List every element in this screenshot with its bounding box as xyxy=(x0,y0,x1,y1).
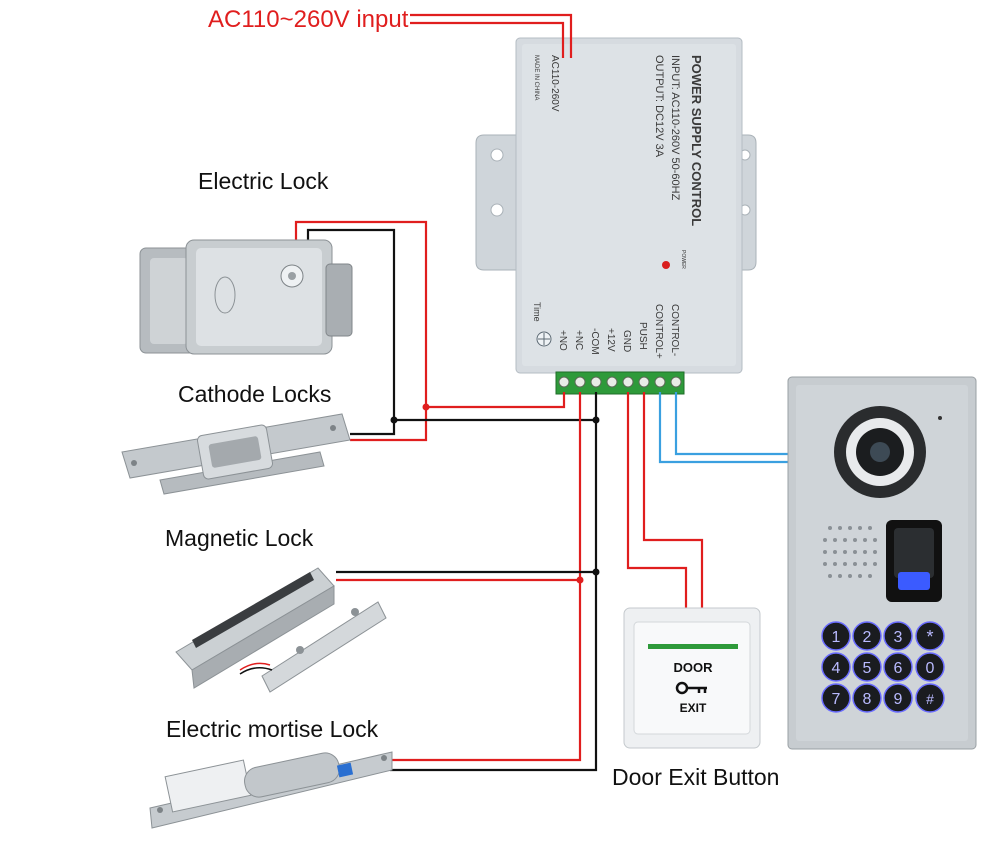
keypad: 1 2 3 * 4 5 6 0 7 8 9 # xyxy=(821,621,945,713)
terminal-block xyxy=(555,371,685,395)
magnetic-lock-label: Magnetic Lock xyxy=(165,525,314,551)
wire-ac-input-1 xyxy=(410,13,573,58)
wire-12v-red xyxy=(390,392,582,762)
terminal-labels: +NO +NC -COM +12V GND PUSH CONTROL+ CONT… xyxy=(557,304,680,359)
cathode-locks-label: Cathode Locks xyxy=(178,381,332,407)
terminal-label-control-minus: CONTROL- xyxy=(669,304,680,356)
access-keypad-panel xyxy=(787,376,977,750)
keypad-key-3[interactable]: 3 xyxy=(883,621,913,651)
psu-input-spec: INPUT: AC110-260V 50-60HZ xyxy=(669,55,681,201)
keypad-key-4[interactable]: 4 xyxy=(821,652,851,682)
wire-cathode-black xyxy=(350,418,596,436)
wires xyxy=(294,13,788,772)
wire-control-blue-1 xyxy=(658,392,788,464)
terminal-label-nc: +NC xyxy=(573,330,584,350)
exit-button-label: Door Exit Button xyxy=(612,764,780,790)
svg-text:3: 3 xyxy=(894,629,903,646)
keypad-key-bell[interactable]: # xyxy=(915,683,945,713)
electric-lock-label: Electric Lock xyxy=(198,168,329,194)
keypad-key-2[interactable]: 2 xyxy=(852,621,882,651)
time-label: Time xyxy=(532,302,542,322)
terminal-label-push: PUSH xyxy=(637,322,648,350)
keypad-key-8[interactable]: 8 xyxy=(852,683,882,713)
mortise-lock-image xyxy=(149,751,393,829)
wire-electric-lock-black xyxy=(306,228,396,420)
key-icon xyxy=(675,681,707,695)
terminal-label-com: -COM xyxy=(589,328,600,355)
exit-button-exit-text: EXIT xyxy=(680,701,707,715)
exit-button-image xyxy=(623,607,761,749)
keypad-key-9[interactable]: 9 xyxy=(883,683,913,713)
wire-cathode-red xyxy=(350,392,566,442)
svg-text:7: 7 xyxy=(832,691,841,708)
terminal-label-control-plus: CONTROL+ xyxy=(653,304,664,359)
svg-text:6: 6 xyxy=(894,660,903,677)
keypad-key-7[interactable]: 7 xyxy=(821,683,851,713)
wire-exit-red-2 xyxy=(642,392,704,608)
wire-junctions xyxy=(390,403,600,584)
keypad-key-star[interactable]: * xyxy=(915,621,945,651)
wire-ac-input-2 xyxy=(410,21,565,58)
power-supply-unit: POWER SUPPLY CONTROL INPUT: AC110-260V 5… xyxy=(475,37,757,395)
exit-button-door-text: DOOR xyxy=(674,660,714,675)
psu-mount-ear-right xyxy=(741,134,757,271)
wire-electric-lock-red xyxy=(294,220,428,407)
wire-control-blue-2 xyxy=(674,392,788,456)
ac-input-label: AC110~260V input xyxy=(208,6,409,33)
terminal-label-no: +NO xyxy=(557,330,568,351)
mortise-lock-label: Electric mortise Lock xyxy=(166,716,379,742)
svg-text:8: 8 xyxy=(863,691,872,708)
svg-text:1: 1 xyxy=(832,629,841,646)
terminal-label-12v: +12V xyxy=(605,328,616,352)
keypad-key-5[interactable]: 5 xyxy=(852,652,882,682)
electric-lock-image xyxy=(139,239,353,355)
power-led-label: POWER xyxy=(680,250,686,269)
psu-mount-ear-left xyxy=(475,134,519,271)
cathode-lock-image xyxy=(121,413,351,495)
psu-output-spec: OUTPUT: DC12V 3A xyxy=(653,55,665,158)
psu-ac-terminal-label: AC110-260V xyxy=(549,55,560,112)
wire-exit-red-1 xyxy=(626,392,688,608)
svg-text:4: 4 xyxy=(832,660,841,677)
magnetic-lock-image xyxy=(175,567,387,693)
terminal-label-gnd: GND xyxy=(621,330,632,352)
keypad-key-6[interactable]: 6 xyxy=(883,652,913,682)
psu-title: POWER SUPPLY CONTROL xyxy=(689,55,704,226)
svg-text:9: 9 xyxy=(894,691,903,708)
wire-com-black xyxy=(390,392,598,772)
svg-text:2: 2 xyxy=(863,629,872,646)
svg-text:0: 0 xyxy=(926,660,935,677)
speaker-grille xyxy=(823,526,877,578)
keypad-key-1[interactable]: 1 xyxy=(821,621,851,651)
psu-made-in-label: MADE IN CHINA xyxy=(533,55,539,100)
svg-text:#: # xyxy=(926,691,934,707)
svg-text:*: * xyxy=(926,627,933,647)
power-led xyxy=(662,261,670,269)
svg-text:5: 5 xyxy=(863,660,872,677)
keypad-key-0[interactable]: 0 xyxy=(915,652,945,682)
terminal-screws xyxy=(558,376,682,388)
